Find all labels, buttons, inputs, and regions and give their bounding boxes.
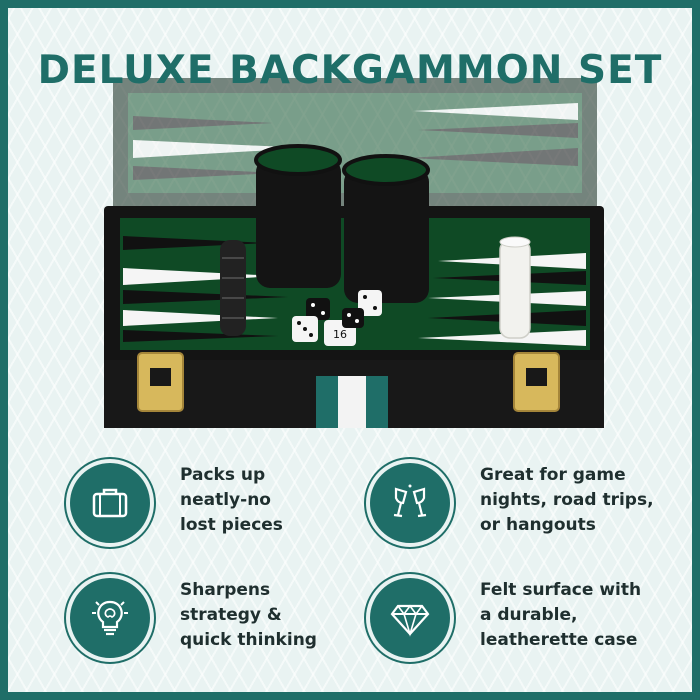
white-checker-stack [499,236,531,339]
backgammon-set-image: 16 [104,78,604,428]
feature-text: Sharpens strategy & quick thinking [180,580,317,650]
feature-text: Packs up neatly-no lost pieces [180,465,283,535]
feature-icon-circle [70,463,150,543]
feature-portable: Packs up neatly-no lost pieces [70,463,400,563]
feature-icon-circle [70,578,150,658]
black-checker-stack [220,240,246,336]
feature-icon-circle [370,463,450,543]
feature-icon-circle [370,578,450,658]
doubling-cube-value: 16 [333,328,347,341]
feature-durable: Felt surface with a durable, leatherette… [370,578,692,678]
feature-text: Felt surface with a durable, leatherette… [480,580,642,650]
page-title: DELUXE BACKGAMMON SET [37,48,663,93]
dice-cups [254,144,430,303]
lightbulb-brain-icon [92,600,128,636]
briefcase-icon [92,488,128,518]
board-lid [113,78,597,208]
product-banner: 16 DELUXE BACKGAMMON SET Packs up neatly… [8,8,692,692]
feature-text: Great for game nights, road trips, or ha… [480,465,654,535]
feature-social: Great for game nights, road trips, or ha… [370,463,692,563]
feature-strategy: Sharpens strategy & quick thinking [70,578,400,678]
features-grid: Packs up neatly-no lost pieces Great for… [8,448,692,692]
dice: 16 [292,290,382,346]
champagne-glasses-icon [393,484,427,518]
diamond-icon [390,604,430,637]
